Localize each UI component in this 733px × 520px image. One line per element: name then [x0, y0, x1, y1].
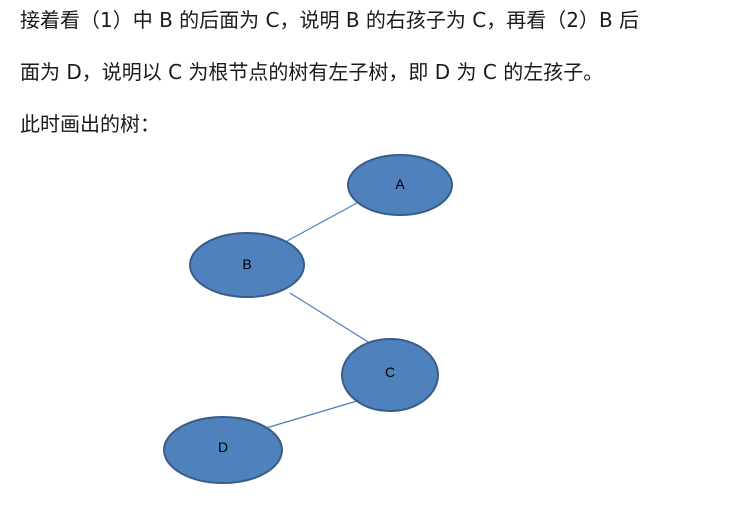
tree-node-d-label: D	[218, 439, 228, 455]
explanation-line-1: 接着看（1）中 B 的后面为 C，说明 B 的右孩子为 C，再看（2）B 后	[20, 8, 640, 32]
tree-node-c	[341, 338, 439, 412]
edge-b-c	[289, 292, 374, 346]
tree-node-b	[189, 232, 305, 298]
tree-node-a-label: A	[395, 176, 405, 192]
tree-node-c-label: C	[385, 364, 395, 380]
edge-a-b	[286, 202, 358, 242]
explanation-line-3: 此时画出的树：	[20, 112, 160, 136]
tree-node-d	[163, 416, 283, 484]
edge-c-d	[265, 400, 358, 429]
explanation-line-2: 面为 D，说明以 C 为根节点的树有左子树，即 D 为 C 的左孩子。	[20, 60, 604, 84]
tree-node-b-label: B	[242, 256, 251, 272]
tree-node-a	[347, 154, 453, 216]
